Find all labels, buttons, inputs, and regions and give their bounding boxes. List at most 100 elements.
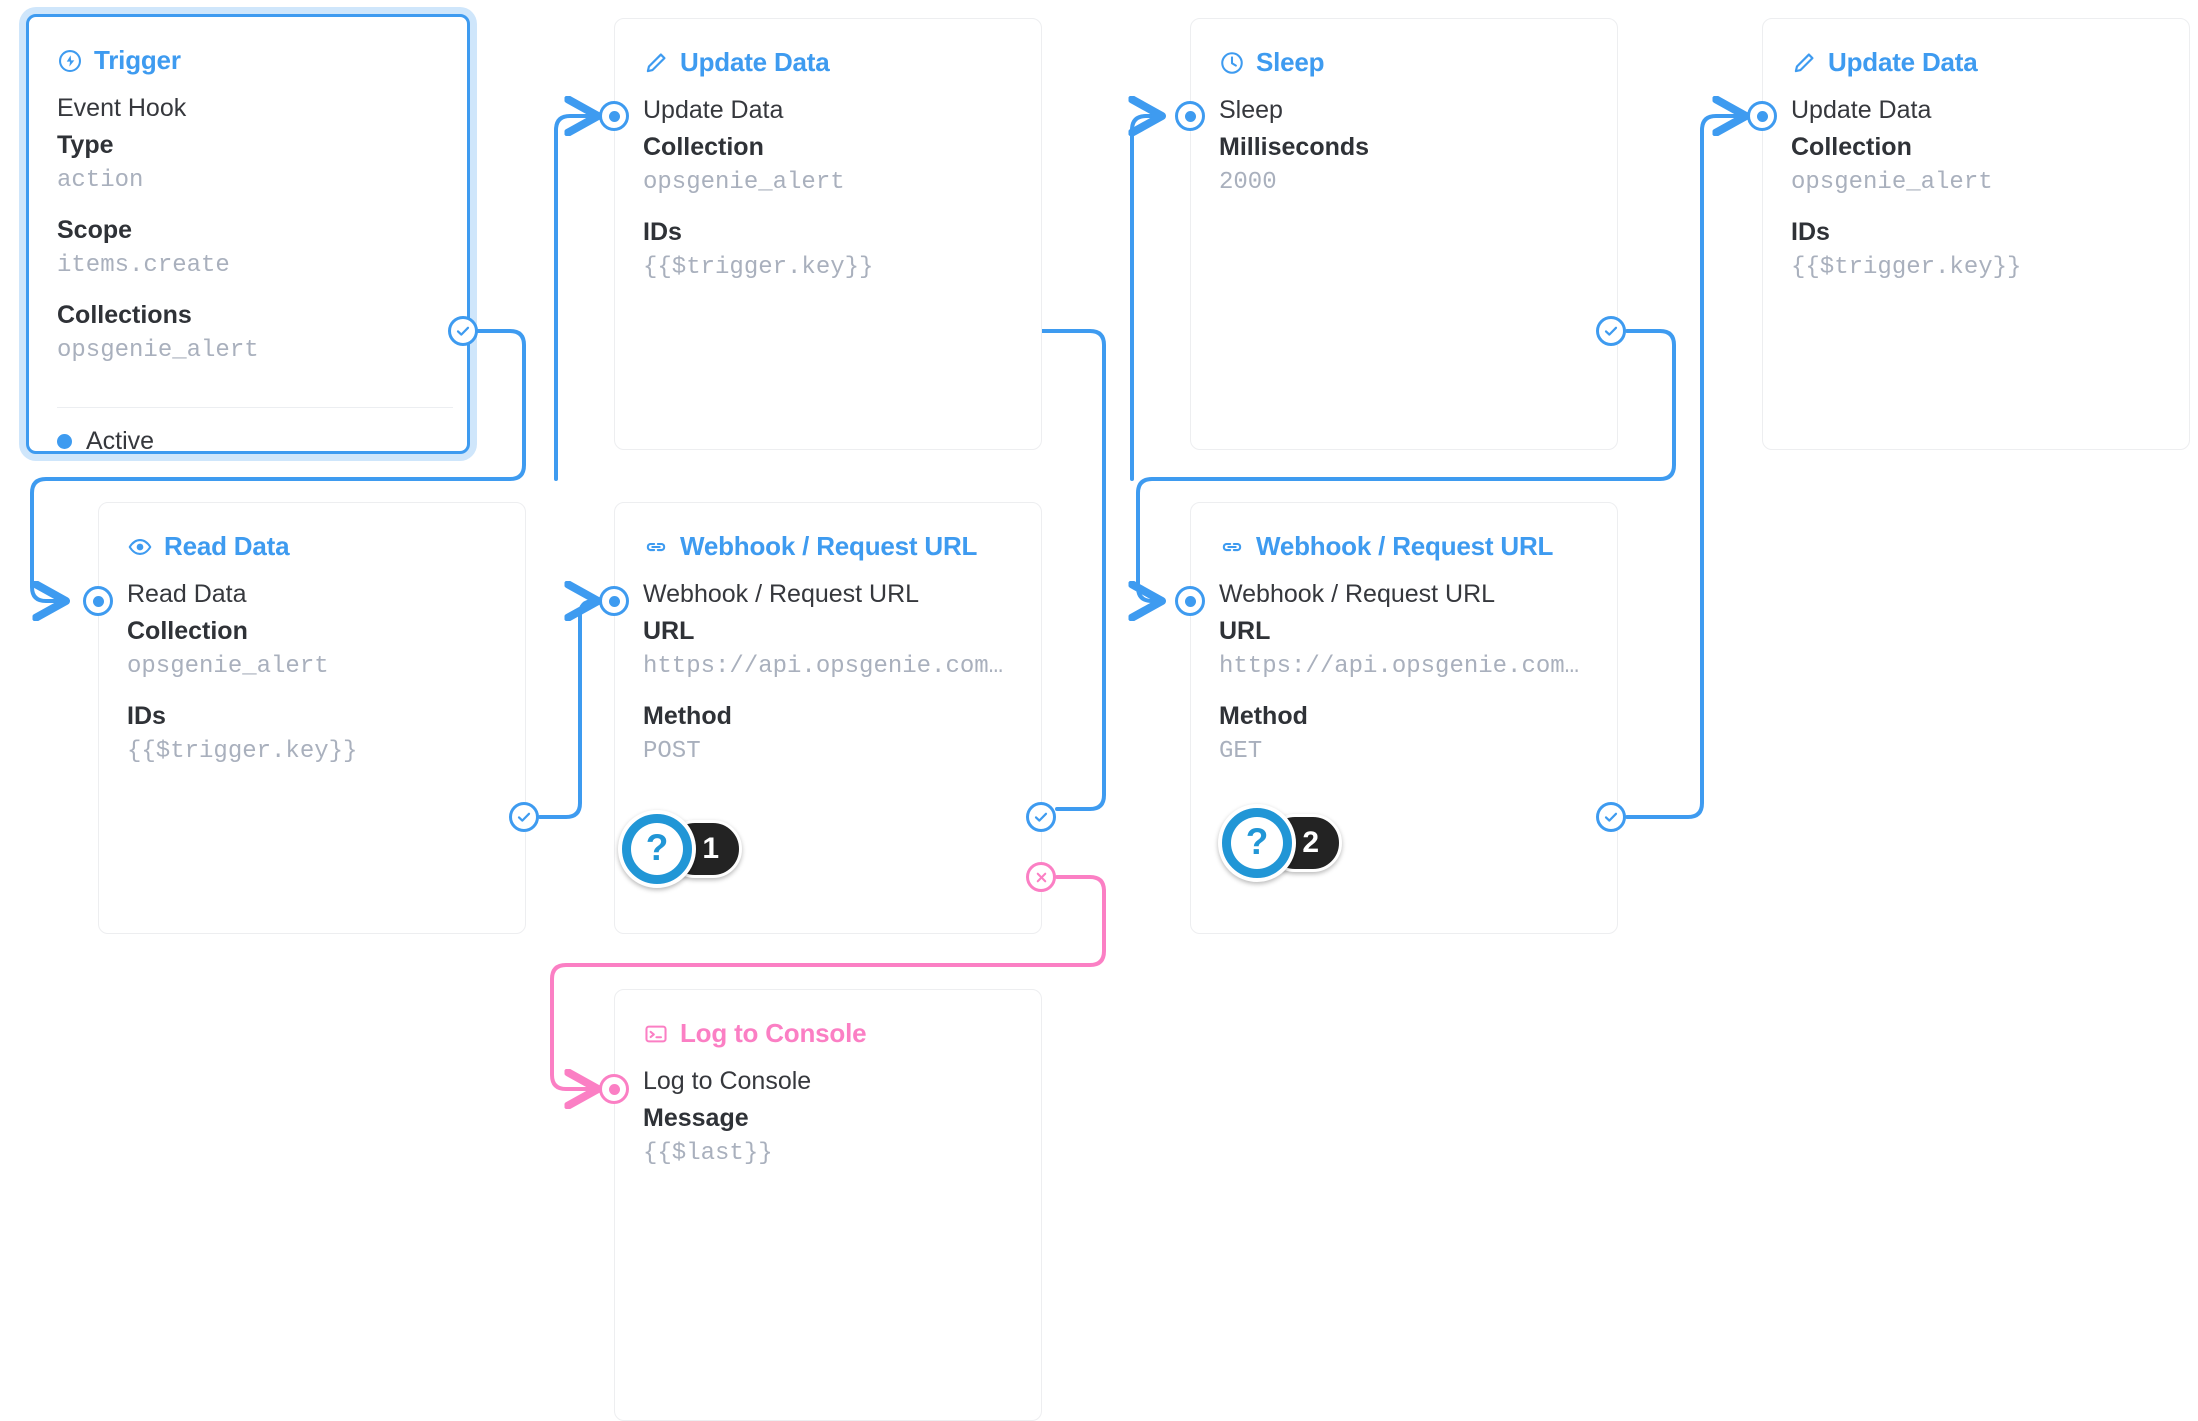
field-label-url-post: URL: [643, 617, 695, 646]
node-trigger-row-title: Event Hook: [57, 94, 187, 122]
port-resolve-read-data[interactable]: [509, 802, 539, 832]
question-mark-glyph: ?: [631, 823, 683, 875]
node-update-data-right-title: Update Data: [1828, 47, 1978, 77]
port-resolve-webhook-get[interactable]: [1596, 802, 1626, 832]
node-webhook-post-row-title: Webhook / Request URL: [643, 580, 920, 608]
node-webhook-get-row-title: Webhook / Request URL: [1219, 580, 1496, 608]
field-label-collection-read: Collection: [127, 617, 248, 646]
eye-icon: [127, 534, 153, 560]
field-value-method-get: GET: [1219, 737, 1263, 765]
link-icon: [1219, 534, 1245, 560]
node-webhook-post-header: Webhook / Request URL: [615, 503, 1041, 562]
trigger-status-label: Active: [86, 427, 155, 455]
clock-icon: [1219, 50, 1245, 76]
node-read-data[interactable]: Read Data Read Data Collection opsgenie_…: [98, 502, 526, 934]
field-value-milliseconds: 2000: [1219, 168, 1277, 196]
node-read-data-title: Read Data: [164, 531, 290, 561]
port-input-sleep[interactable]: [1175, 101, 1205, 131]
edge-read-data-to-webhook-post: [538, 601, 598, 819]
field-value-collection-read: opsgenie_alert: [127, 652, 329, 680]
field-value-ids-right: {{$trigger.key}}: [1791, 253, 2022, 281]
node-webhook-get-body: Webhook / Request URL URL https://api.op…: [1191, 562, 1617, 768]
port-input-webhook-post[interactable]: [599, 586, 629, 616]
field-label-message: Message: [643, 1104, 749, 1133]
edge-webhook-get-to-update-data-right: [1625, 116, 1746, 819]
node-sleep-title: Sleep: [1256, 47, 1325, 77]
field-value-collection: opsgenie_alert: [643, 168, 845, 196]
field-label-type: Type: [57, 131, 114, 160]
node-update-data-top-title: Update Data: [680, 47, 830, 77]
edge-branch-to-sleep: [1132, 116, 1162, 481]
field-label-method-get: Method: [1219, 702, 1308, 731]
node-update-data-right-body: Update Data Collection opsgenie_alert ID…: [1763, 78, 2189, 284]
node-update-data-right-header: Update Data: [1763, 19, 2189, 78]
question-mark-icon[interactable]: ?: [618, 810, 696, 888]
node-webhook-post-body: Webhook / Request URL URL https://api.op…: [615, 562, 1041, 768]
node-webhook-post-title: Webhook / Request URL: [680, 531, 978, 561]
badge-webhook-get[interactable]: ? 2: [1218, 804, 1342, 882]
port-reject-webhook-post[interactable]: [1026, 862, 1056, 892]
pencil-icon: [643, 50, 669, 76]
question-mark-glyph: ?: [1231, 817, 1283, 869]
badge-webhook-post[interactable]: ? 1: [618, 810, 742, 888]
field-value-scope: items.create: [57, 251, 230, 279]
port-input-read-data[interactable]: [83, 586, 113, 616]
field-value-collection-right: opsgenie_alert: [1791, 168, 1993, 196]
port-resolve-webhook-post[interactable]: [1026, 802, 1056, 832]
bolt-circle-icon: [57, 48, 83, 74]
field-label-ids-read: IDs: [127, 702, 166, 731]
field-label-method-post: Method: [643, 702, 732, 731]
port-input-log-to-console[interactable]: [599, 1074, 629, 1104]
field-label-ids: IDs: [643, 218, 682, 247]
node-update-data-right-row-title: Update Data: [1791, 96, 1932, 124]
node-log-to-console-header: Log to Console: [615, 990, 1041, 1049]
node-trigger[interactable]: Trigger Event Hook Type action Scope ite…: [26, 14, 470, 456]
field-value-url-get: https://api.opsgenie.com/v…: [1219, 652, 1589, 680]
field-label-collection-right: Collection: [1791, 133, 1912, 162]
field-value-url-post: https://api.opsgenie.com/v…: [643, 652, 1013, 680]
pencil-icon: [1791, 50, 1817, 76]
field-label-ids-right: IDs: [1791, 218, 1830, 247]
edge-branch-to-update-data-top: [554, 116, 598, 481]
field-label-collections: Collections: [57, 301, 192, 330]
node-update-data-top-row-title: Update Data: [643, 96, 784, 124]
field-value-type: action: [57, 166, 144, 194]
node-update-data-top[interactable]: Update Data Update Data Collection opsge…: [614, 18, 1042, 450]
node-webhook-get-header: Webhook / Request URL: [1191, 503, 1617, 562]
node-sleep-header: Sleep: [1191, 19, 1617, 78]
port-resolve-sleep[interactable]: [1596, 316, 1626, 346]
trigger-status-badge: Active: [57, 427, 154, 456]
node-sleep-row-title: Sleep: [1219, 96, 1283, 124]
node-log-to-console[interactable]: Log to Console Log to Console Message {{…: [614, 989, 1042, 1421]
node-trigger-title: Trigger: [94, 45, 181, 75]
node-log-to-console-row-title: Log to Console: [643, 1067, 812, 1095]
field-value-message: {{$last}}: [643, 1139, 773, 1167]
node-read-data-body: Read Data Collection opsgenie_alert IDs …: [99, 562, 525, 768]
status-dot-icon: [57, 434, 72, 449]
port-input-update-data-top[interactable]: [599, 101, 629, 131]
field-value-ids-read: {{$trigger.key}}: [127, 737, 358, 765]
node-log-to-console-title: Log to Console: [680, 1018, 867, 1048]
port-input-webhook-get[interactable]: [1175, 586, 1205, 616]
field-value-method-post: POST: [643, 737, 701, 765]
node-read-data-header: Read Data: [99, 503, 525, 562]
terminal-icon: [643, 1021, 669, 1047]
node-webhook-get-title: Webhook / Request URL: [1256, 531, 1554, 561]
question-mark-icon[interactable]: ?: [1218, 804, 1296, 882]
field-label-milliseconds: Milliseconds: [1219, 133, 1370, 162]
field-label-scope: Scope: [57, 216, 133, 245]
node-update-data-right[interactable]: Update Data Update Data Collection opsge…: [1762, 18, 2190, 450]
node-log-to-console-body: Log to Console Message {{$last}}: [615, 1049, 1041, 1170]
field-label-url-get: URL: [1219, 617, 1271, 646]
port-resolve-trigger[interactable]: [448, 316, 478, 346]
trigger-divider: [57, 407, 453, 408]
node-update-data-top-body: Update Data Collection opsgenie_alert ID…: [615, 78, 1041, 284]
node-trigger-header: Trigger: [29, 17, 467, 76]
node-update-data-top-header: Update Data: [615, 19, 1041, 78]
node-sleep[interactable]: Sleep Sleep Milliseconds 2000: [1190, 18, 1618, 450]
node-sleep-body: Sleep Milliseconds 2000: [1191, 78, 1617, 199]
port-input-update-data-right[interactable]: [1747, 101, 1777, 131]
link-icon: [643, 534, 669, 560]
edge-update-data-top-down: [1039, 329, 1106, 811]
